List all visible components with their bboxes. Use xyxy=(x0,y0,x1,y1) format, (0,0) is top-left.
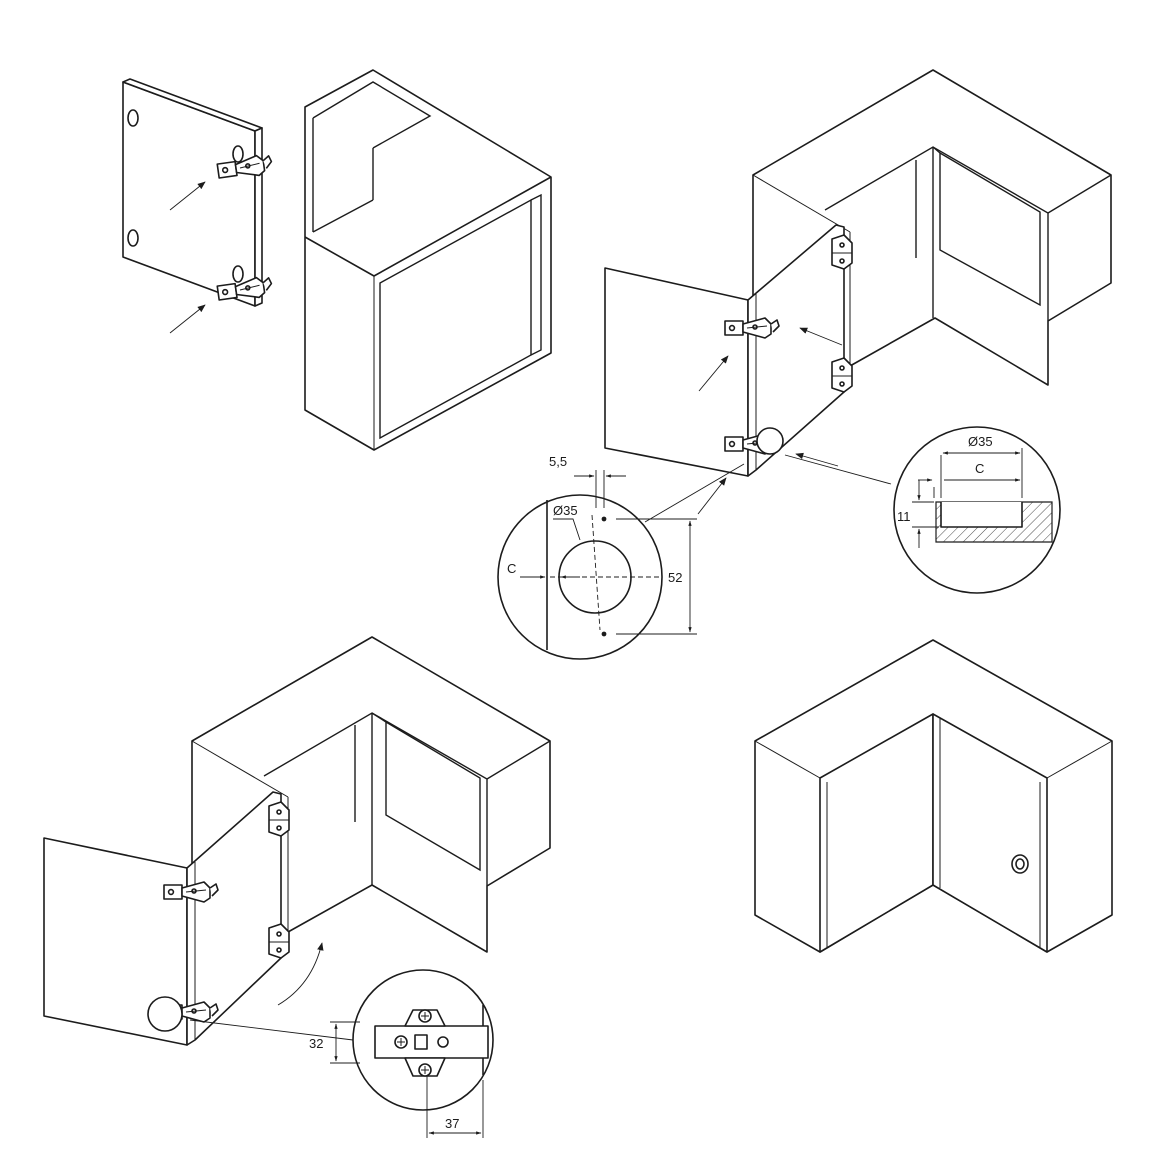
cup-hole-icon xyxy=(232,145,244,163)
hinge-cup-highlight-icon xyxy=(756,427,784,455)
dim-diameter: Ø35 xyxy=(968,434,993,449)
rotate-arrow-icon xyxy=(277,942,324,1006)
step-2-arrows xyxy=(697,327,843,515)
cup-hole-icon xyxy=(232,265,244,283)
dim-edge: C xyxy=(507,561,516,576)
step-3-hinge-side-top xyxy=(268,801,290,837)
dim-spacing: 52 xyxy=(668,570,682,585)
leader-line xyxy=(644,463,745,523)
dim-height: 32 xyxy=(309,1036,323,1051)
door-knob-icon xyxy=(1011,854,1029,874)
detail-mounting-plate: 32 37 xyxy=(309,969,494,1138)
hinge-plate-highlight-icon xyxy=(147,996,183,1032)
detail-cup-hole: 52 5,5 Ø35 C xyxy=(497,454,697,660)
dim-width: 37 xyxy=(445,1116,459,1131)
leader-line xyxy=(784,454,892,485)
step-3-hinge-side-bottom xyxy=(268,923,290,959)
dim-offset: 5,5 xyxy=(549,454,567,469)
step-1-assembly xyxy=(122,69,552,451)
step-4-assembly xyxy=(754,639,1113,953)
cup-hole-icon xyxy=(127,229,139,247)
dim-depth: 11 xyxy=(897,509,911,524)
step-4-door-right xyxy=(932,713,1048,953)
step-2-hinge-side-top xyxy=(831,234,853,270)
dim-diameter: Ø35 xyxy=(553,503,578,518)
step-3-assembly: 32 37 xyxy=(43,636,551,1138)
leader-line xyxy=(189,1019,354,1041)
step-1-cabinet xyxy=(304,69,552,451)
detail-cup-depth: Ø35 C 11 xyxy=(893,426,1061,594)
step-2-hinge-side-bottom xyxy=(831,357,853,393)
step-2-assembly: 52 5,5 Ø35 C Ø35 C xyxy=(497,69,1112,660)
dim-edge: C xyxy=(975,461,984,476)
cup-hole-icon xyxy=(127,109,139,127)
